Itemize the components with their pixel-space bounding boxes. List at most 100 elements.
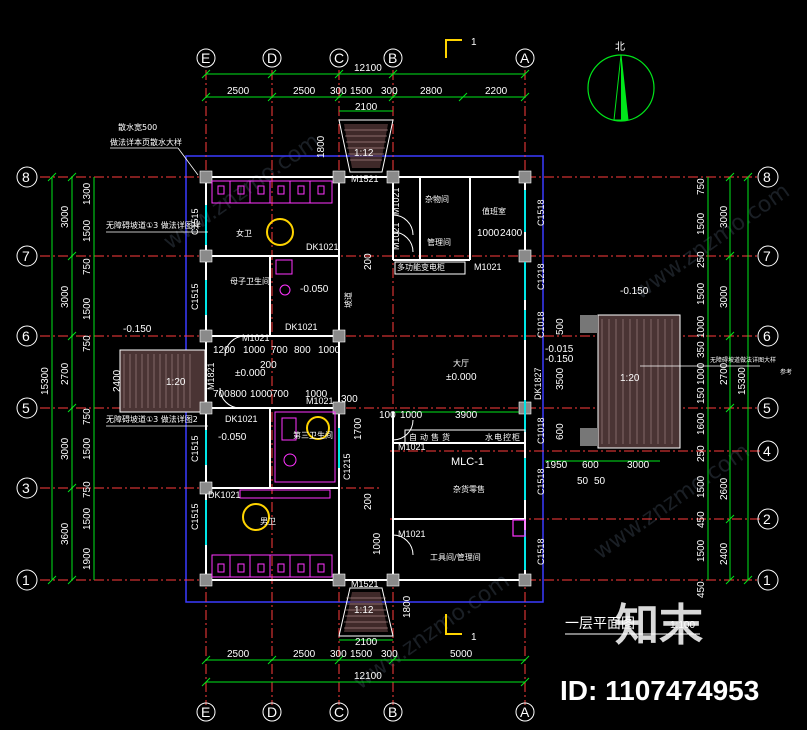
service-counter	[394, 261, 526, 444]
axis-bubbles-left: 8 7 6 5 3 1	[16, 166, 38, 591]
dim-segment: 2200	[485, 86, 508, 97]
door-code: M1021	[242, 333, 270, 343]
axis-bubbles-top: E D C B A	[196, 48, 535, 68]
window-code: C1515	[190, 435, 200, 462]
dimension-ticks	[47, 69, 753, 687]
dims-bottom: 12100 2500 2500 300 1500 300 5000 2100	[227, 637, 473, 682]
elevation-marks: -0.050 -0.150 ±0.000 -0.050 -0.150 -0.01…	[123, 284, 649, 443]
section-mark-top	[445, 39, 462, 58]
dim-segment: 750	[82, 408, 93, 425]
dim-value: 700	[271, 345, 288, 356]
dim-segment: 2500	[227, 86, 250, 97]
slope-ramp-left: 1:20	[166, 377, 186, 388]
dims-left: 15300 3000 3000 2700 3000 3600 1300 1500…	[40, 182, 123, 570]
ramp-right	[580, 314, 681, 449]
fixtures-male-wc	[211, 489, 333, 578]
dim-segment: 1500	[350, 649, 373, 660]
elevation: -0.050	[300, 284, 329, 295]
dim-total: 12100	[354, 671, 382, 682]
dim-segment: 150	[696, 387, 707, 404]
dim-stair: 2100	[355, 102, 378, 113]
axis-label: 7	[22, 248, 30, 264]
dim-segment: 1500	[82, 297, 93, 320]
room-female-wc: 女卫	[236, 228, 252, 238]
window-code: C1018	[536, 417, 546, 444]
axis-label: 8	[763, 169, 771, 185]
walls	[205, 176, 526, 581]
window-code: C1515	[190, 208, 200, 235]
dim-segment: 750	[696, 178, 707, 195]
dim-segment: 750	[82, 335, 93, 352]
door-code: M1521	[351, 174, 379, 184]
dim-segment: 250	[696, 445, 707, 462]
entrance-stair-bottom	[338, 587, 394, 637]
drawing-title-text: 一层平面图	[565, 616, 635, 632]
dim-segment: 450	[696, 581, 707, 598]
dim-segment: 300	[330, 649, 347, 660]
room-hall: 大厅	[453, 358, 469, 368]
note-ramp-right-sub: 参考	[780, 368, 792, 376]
dim-value: 700	[272, 389, 289, 400]
slope-labels: 1:20 1:20 1:12 1:12	[166, 148, 640, 616]
annotation-notes: 散水宽500 做法详本页散水大样 无障碍坡道①3 做法详图样 无障碍坡道①3 做…	[106, 122, 792, 427]
window-code: C1515	[190, 283, 200, 310]
watermark-text: www.znzmo.com	[629, 179, 794, 305]
dim-total: 15300	[40, 367, 51, 395]
axis-label: 6	[763, 328, 771, 344]
room-tool: 工具间/管理间	[430, 552, 481, 562]
axis-label: 2	[763, 511, 771, 527]
dim-value: 1000	[305, 389, 328, 400]
room-storage: 杂物间	[425, 194, 449, 204]
axis-label: D	[267, 50, 277, 66]
svg-text:自: 自	[409, 432, 417, 442]
door-code: DK1021	[306, 242, 339, 252]
note-ramp-left-2: 无障碍坡道①3 做法详图2	[106, 414, 198, 424]
dim-segment: 1500	[82, 437, 93, 460]
dim-value: 1200	[213, 345, 236, 356]
dim-value: 600	[555, 423, 566, 440]
axis-label: 5	[22, 400, 30, 416]
dim-segment: 2500	[293, 649, 316, 660]
dim-segment: 450	[696, 511, 707, 528]
dim-value: 1000	[243, 345, 266, 356]
room-equipment: 管理间	[427, 237, 451, 247]
svg-text:控: 控	[503, 432, 511, 442]
axis-bubbles-bottom: E D C B A	[196, 702, 535, 722]
svg-text:柜: 柜	[512, 432, 520, 442]
dim-value: 1000	[318, 345, 341, 356]
dim-segment: 3600	[60, 522, 71, 545]
brand-logo: 知末	[615, 600, 703, 651]
door-code: M1521	[351, 579, 379, 589]
ramp-post	[580, 315, 598, 333]
axis-label: 6	[22, 328, 30, 344]
dims-right: 15300 3000 3000 2700 2600 2400 750 1500 …	[696, 178, 748, 598]
elevation: -0.050	[218, 432, 247, 443]
door-code: M1021	[474, 262, 502, 272]
dim-segment: 2700	[60, 362, 71, 385]
dim-segment: 2400	[719, 542, 730, 565]
hall-level: ±0.000	[446, 372, 477, 383]
room-male-wc: 男卫	[260, 517, 276, 526]
dim-segment: 2400	[112, 369, 123, 392]
dim-segment: 5000	[450, 649, 473, 660]
elevation: -0.150	[620, 286, 649, 297]
grid-lines-vertical	[205, 70, 526, 705]
svg-text:售: 售	[431, 432, 439, 442]
dim-value: 1700	[353, 417, 364, 440]
axis-label: 8	[22, 169, 30, 185]
room-store: 杂货零售	[453, 484, 485, 494]
slope-stair-bottom: 1:12	[354, 605, 374, 616]
dim-segment: 3000	[60, 437, 71, 460]
counter-labels: 自 动 售 货 水 电 控 柜	[409, 432, 520, 442]
window-code: C1018	[536, 311, 546, 338]
window-code: DK1827	[533, 367, 543, 400]
dim-segment: 1500	[696, 539, 707, 562]
dim-segment: 750	[82, 258, 93, 275]
dim-segment: 300	[330, 86, 347, 97]
dim-value: 200	[363, 253, 374, 270]
dim-value: 1000	[400, 410, 423, 421]
dim-segment: 3000	[719, 285, 730, 308]
dim-value: 50	[577, 476, 589, 487]
axis-label: 1	[22, 572, 30, 588]
window-code: C1518	[536, 468, 546, 495]
